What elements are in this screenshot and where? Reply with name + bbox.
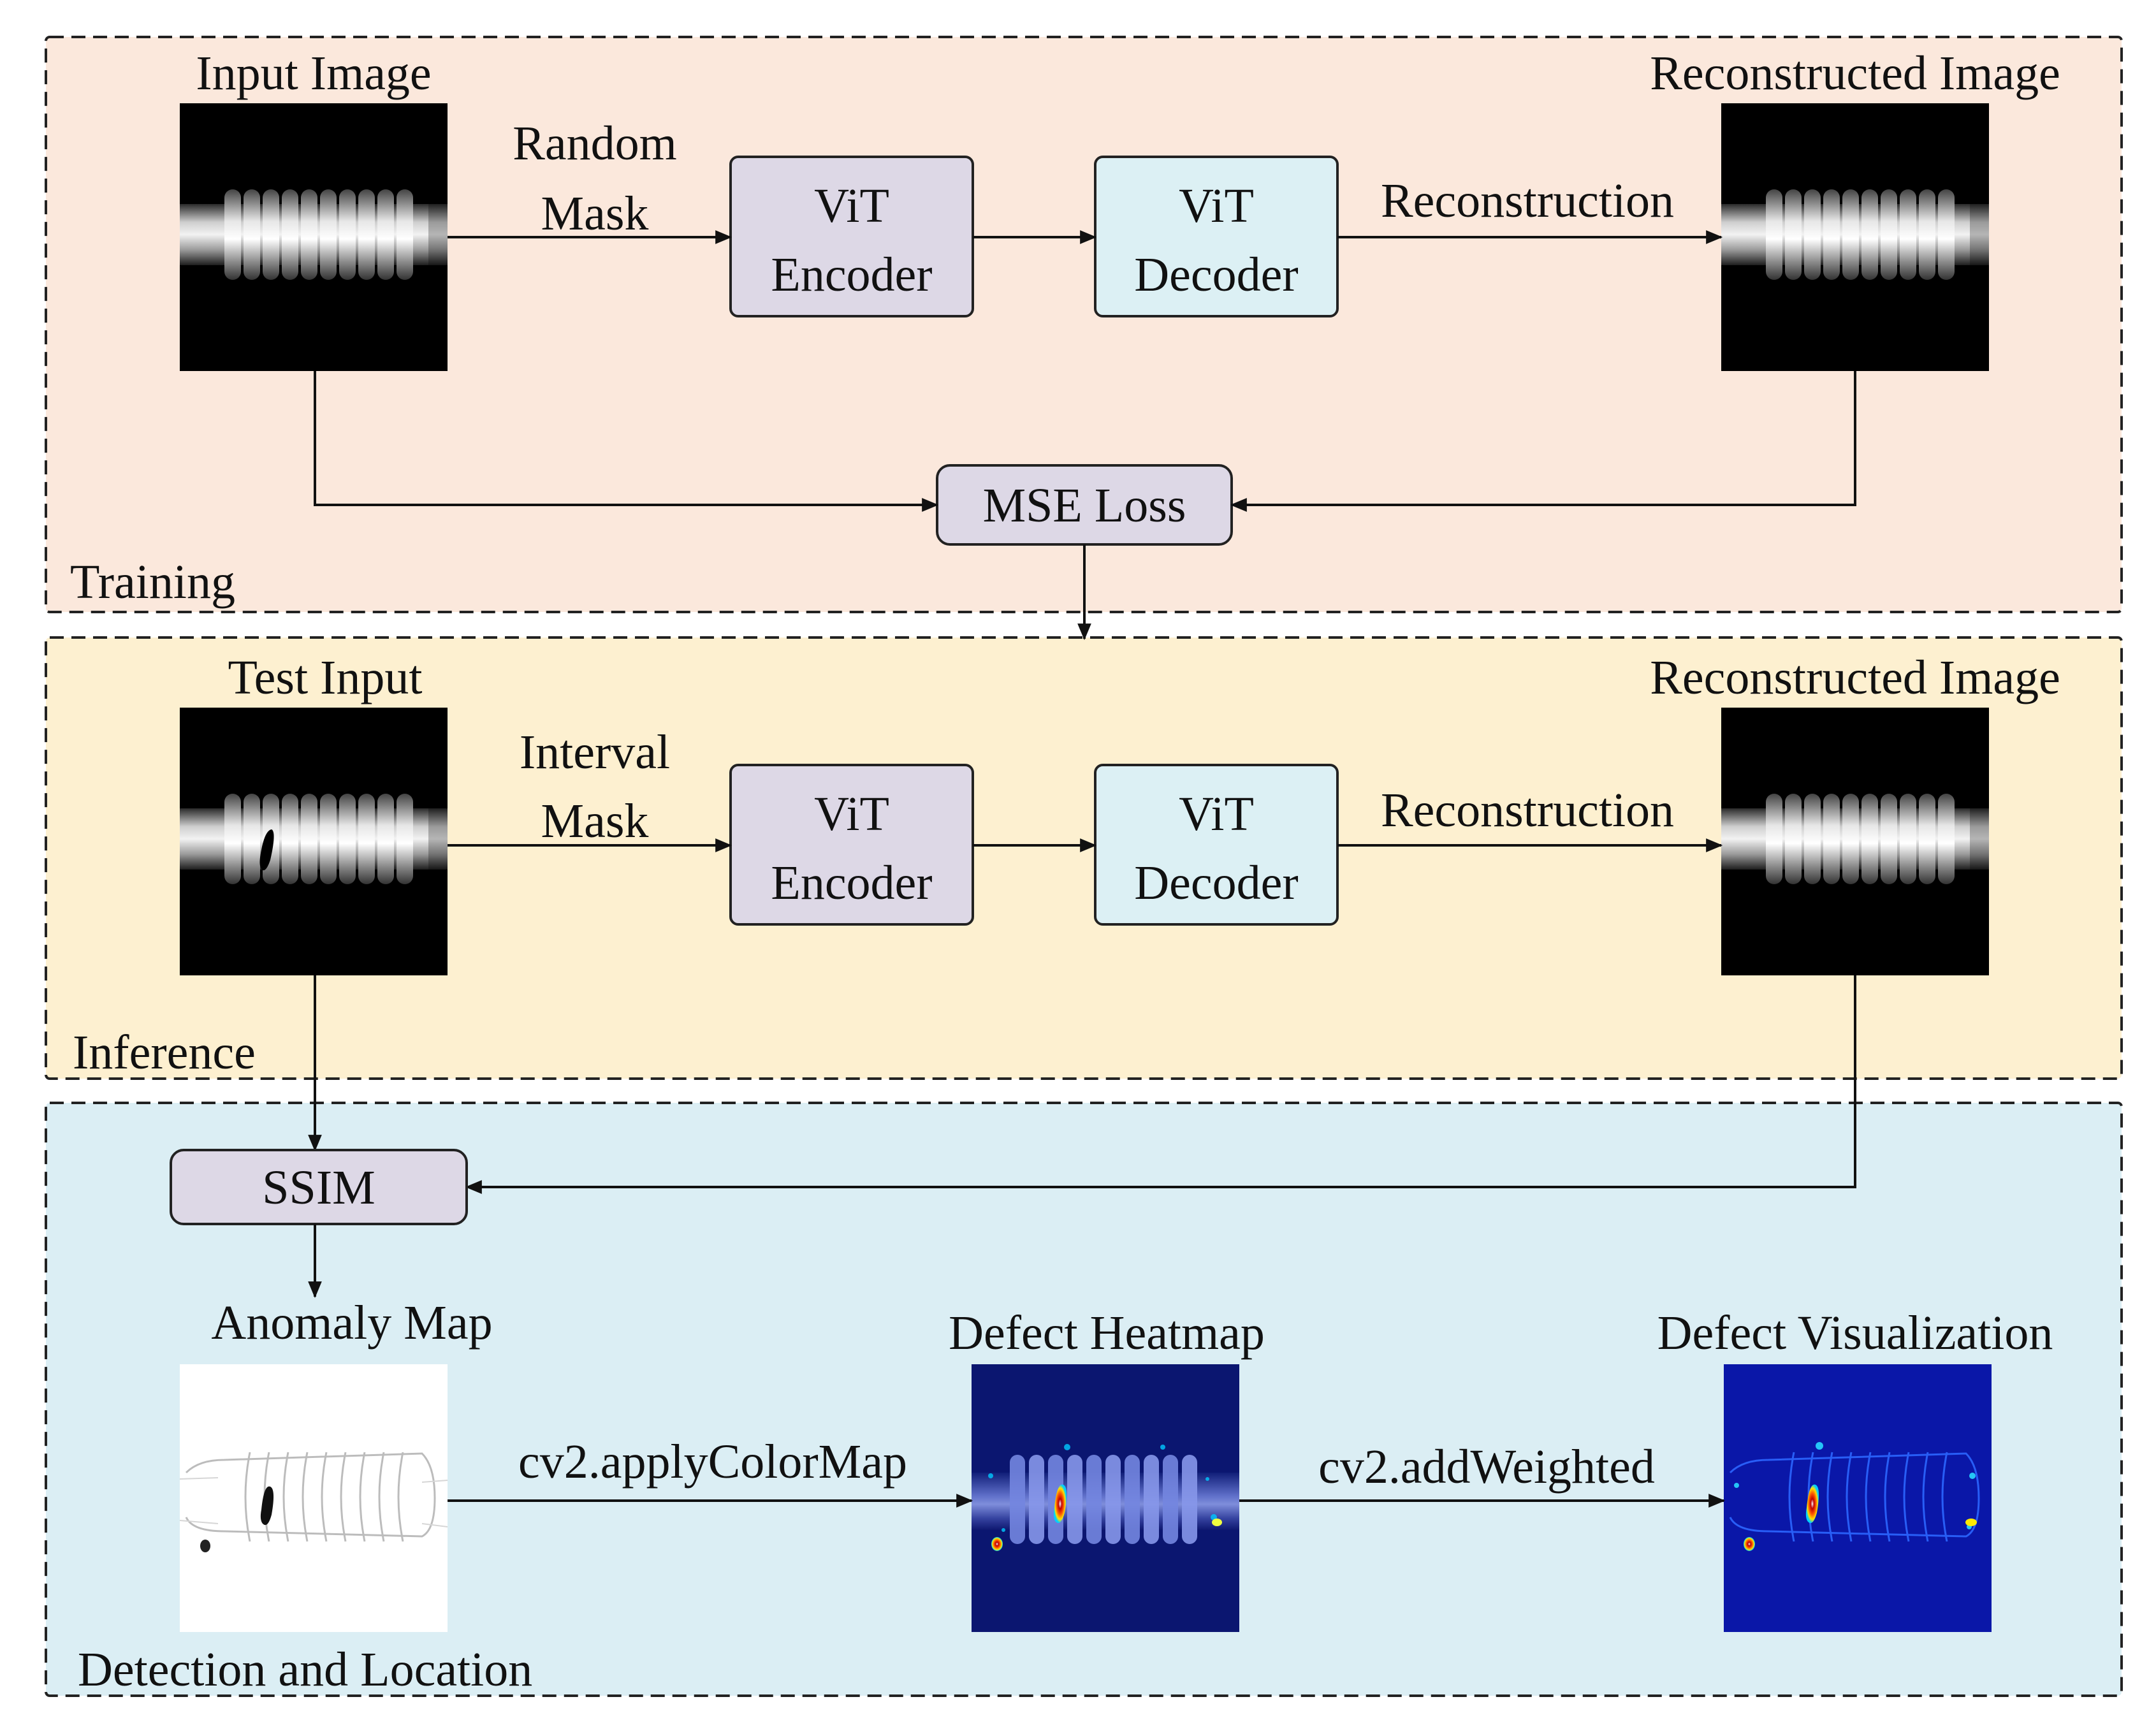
training-decoder-line1: ViT	[1179, 179, 1254, 233]
training-reconstructed-image	[1721, 103, 1989, 371]
training-input-label: Input Image	[196, 47, 431, 100]
training-section	[45, 36, 2123, 613]
training-section-label: Training	[70, 555, 235, 609]
inference-reconstructed-image	[1721, 708, 1989, 975]
inference-decoder-line2: Decoder	[1134, 856, 1298, 910]
training-input-image	[180, 103, 448, 371]
defect-visualization-image	[1724, 1364, 1992, 1632]
random-mask-label-1: Random	[513, 117, 677, 170]
defect-visualization-label: Defect Visualization	[1657, 1306, 2053, 1360]
arrow-input-to-loss	[314, 371, 939, 512]
arrow-output-to-loss	[1230, 371, 1856, 512]
inference-decoder-line1: ViT	[1179, 787, 1254, 841]
add-weighted-label: cv2.addWeighted	[1318, 1440, 1655, 1494]
training-encoder-line2: Encoder	[771, 248, 932, 302]
defect-heatmap-image	[972, 1364, 1239, 1632]
inference-section-label: Inference	[73, 1026, 256, 1079]
detection-section-label: Detection and Location	[78, 1643, 532, 1696]
anomaly-map-label: Anomaly Map	[211, 1296, 492, 1350]
apply-colormap-label: cv2.applyColorMap	[518, 1435, 907, 1489]
random-mask-label-2: Mask	[541, 187, 649, 240]
ssim-label: SSIM	[262, 1161, 375, 1214]
test-input-defect	[259, 829, 274, 871]
training-encoder-line1: ViT	[814, 179, 889, 233]
inference-encoder-line1: ViT	[814, 787, 889, 841]
anomaly-map-image	[180, 1364, 448, 1632]
defect-heatmap-label: Defect Heatmap	[949, 1306, 1265, 1360]
mse-loss-label: MSE Loss	[983, 479, 1186, 532]
inference-encoder-line2: Encoder	[771, 856, 932, 910]
training-reconstruction-label: Reconstruction	[1381, 174, 1674, 228]
test-input-crack	[191, 887, 237, 894]
inference-reconstruction-label: Reconstruction	[1381, 783, 1674, 837]
inference-section	[45, 636, 2123, 1080]
inference-output-label: Reconstructed Image	[1650, 651, 2060, 704]
training-decoder-line2: Decoder	[1134, 248, 1298, 302]
arrow-reconstructed-to-ssim	[465, 975, 1856, 1194]
training-output-label: Reconstructed Image	[1650, 47, 2060, 100]
test-input-image	[180, 708, 448, 975]
inference-input-label: Test Input	[228, 651, 423, 704]
ssim-box	[170, 1149, 468, 1225]
interval-mask-label-2: Mask	[541, 794, 649, 848]
interval-mask-label-1: Interval	[520, 725, 670, 779]
